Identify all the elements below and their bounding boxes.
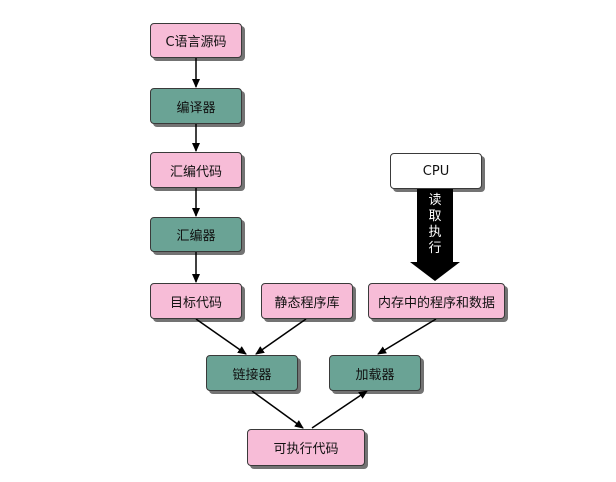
arrow-staticlib-to-linker	[255, 318, 307, 355]
node-mem-prog-data: 内存中的程序和数据	[368, 283, 505, 319]
arrow-linker-to-executable	[251, 390, 304, 429]
node-object-code: 目标代码	[150, 283, 242, 319]
cpu-read-exec-arrow	[410, 189, 460, 281]
node-executable: 可执行代码	[247, 429, 365, 466]
cpu-read-exec-label: 读取执行	[428, 193, 442, 256]
arrow-object-to-linker	[195, 318, 247, 355]
node-c-source: C语言源码	[150, 23, 242, 58]
node-cpu: CPU	[390, 153, 482, 189]
node-loader: 加载器	[329, 355, 421, 391]
arrow-executable-to-loader	[311, 390, 368, 429]
node-assembler: 汇编器	[150, 217, 242, 252]
node-linker: 链接器	[206, 355, 298, 391]
node-compiler: 编译器	[150, 88, 242, 124]
arrow-memory-to-loader	[377, 318, 437, 355]
node-asm-code: 汇编代码	[150, 152, 242, 188]
node-static-lib: 静态程序库	[261, 283, 353, 319]
